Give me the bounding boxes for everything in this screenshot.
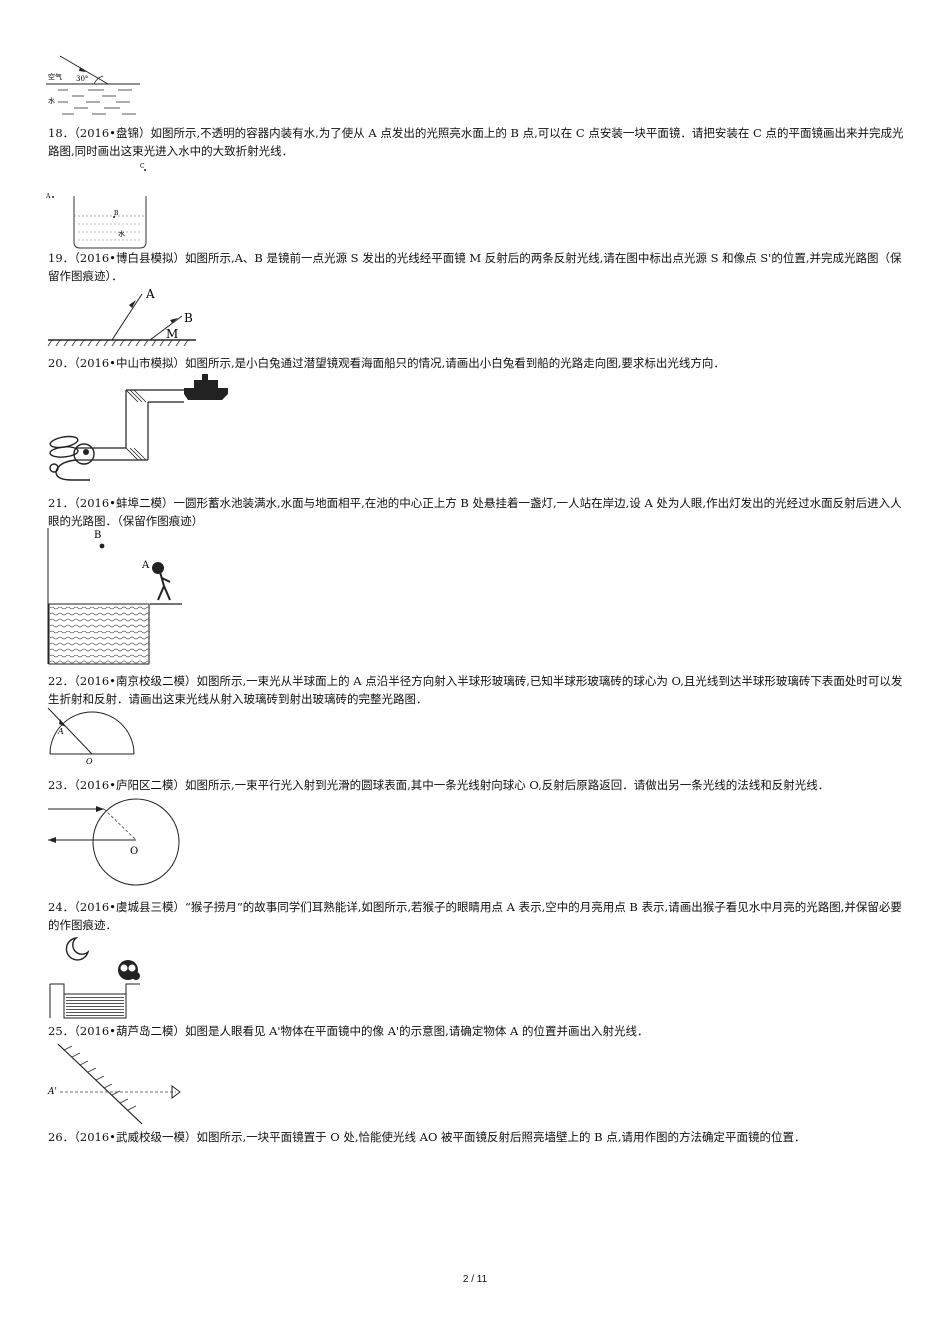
question-text: （2016•武威校级一模）如图所示,一块平面镜置于 O 处,恰能使光线 AO 被… [74,1130,806,1144]
question-26: 26．（2016•武威校级一模）如图所示,一块平面镜置于 O 处,恰能使光线 A… [48,1128,908,1146]
question-text: （2016•盘锦）如图所示,不透明的容器内装有水,为了使从 A 点发出的光照亮水… [48,126,904,158]
question-number: 26． [48,1130,75,1144]
figure-24-monkey [49,936,140,1019]
svg-text:O: O [130,846,138,857]
figure-17-refraction: 空气 30° 水 [46,55,140,115]
svg-text:水: 水 [48,96,55,105]
question-18: 18．（2016•盘锦）如图所示,不透明的容器内装有水,为了使从 A 点发出的光… [48,124,908,160]
question-text: （2016•南京校级二模）如图所示,一束光从半球面上的 A 点沿半径方向射入半球… [48,674,903,706]
question-number: 25． [48,1024,75,1038]
moon-icon [65,936,90,961]
figure-23-sphere: O [48,798,180,886]
question-number: 24． [48,900,75,914]
svg-text:A: A [141,560,150,571]
question-text: （2016•博白县模拟）如图所示,A、B 是镜前一点光源 S 发出的光线经平面镜… [48,251,902,283]
question-number: 19． [48,251,75,265]
svg-text:A: A [46,193,51,200]
svg-text:30°: 30° [76,75,88,83]
question-23: 23．（2016•庐阳区二模）如图所示,一束平行光入射到光滑的圆球表面,其中一条… [48,776,908,794]
figure-25-mirror-image: A' [47,1043,181,1125]
eye-icon [171,1085,181,1099]
question-number: 21． [48,496,75,510]
figure-22-hemisphere: A O [47,707,135,766]
question-21: 21．（2016•蚌埠二模）一圆形蓄水池装满水,水面与地面相平,在池的中心正上方… [48,494,908,530]
person-icon [152,562,171,601]
svg-text:A: A [145,287,155,301]
svg-text:B: B [114,210,119,217]
question-text: （2016•中山市模拟）如图所示,是小白兔通过潜望镜观看海面船只的情况,请画出小… [74,356,725,370]
svg-text:C: C [140,163,145,170]
question-19: 19．（2016•博白县模拟）如图所示,A、B 是镜前一点光源 S 发出的光线经… [48,249,908,285]
monkey-icon [118,960,140,980]
svg-text:B: B [184,311,193,325]
question-25: 25．（2016•葫芦岛二模）如图是人眼看见 A'物体在平面镜中的像 A'的示意… [48,1022,908,1040]
question-24: 24．（2016•虞城县三模）“猴子捞月”的故事同学们耳熟能详,如图所示,若猴子… [48,898,908,934]
figure-20-periscope [49,374,228,481]
rabbit-icon [49,435,95,481]
svg-text:O: O [86,757,93,766]
svg-text:水: 水 [118,229,125,238]
page-number: 2 / 11 [462,1274,488,1285]
figure-21-pool: B A [47,528,182,665]
question-text: （2016•庐阳区二模）如图所示,一束平行光入射到光滑的圆球表面,其中一条光线射… [74,778,830,792]
question-number: 23． [48,778,75,792]
question-number: 18． [48,126,75,140]
question-22: 22．（2016•南京校级二模）如图所示,一束光从半球面上的 A 点沿半径方向射… [48,672,908,708]
figure-19-mirror: A B M [47,287,196,347]
svg-text:M: M [166,327,178,341]
svg-text:B: B [94,530,101,541]
svg-text:A: A [57,727,64,736]
question-number: 20． [48,356,75,370]
question-text: （2016•蚌埠二模）一圆形蓄水池装满水,水面与地面相平,在池的中心正上方 B … [48,496,902,528]
question-number: 22． [48,674,75,688]
figure-18-container: C A B 水 [46,163,147,249]
question-20: 20．（2016•中山市模拟）如图所示,是小白兔通过潜望镜观看海面船只的情况,请… [48,354,908,372]
svg-text:空气: 空气 [48,72,62,81]
question-text: （2016•葫芦岛二模）如图是人眼看见 A'物体在平面镜中的像 A'的示意图,请… [74,1024,649,1038]
ship-icon [184,374,228,400]
question-text: （2016•虞城县三模）“猴子捞月”的故事同学们耳熟能详,如图所示,若猴子的眼睛… [48,900,902,932]
svg-text:A': A' [47,1087,57,1097]
